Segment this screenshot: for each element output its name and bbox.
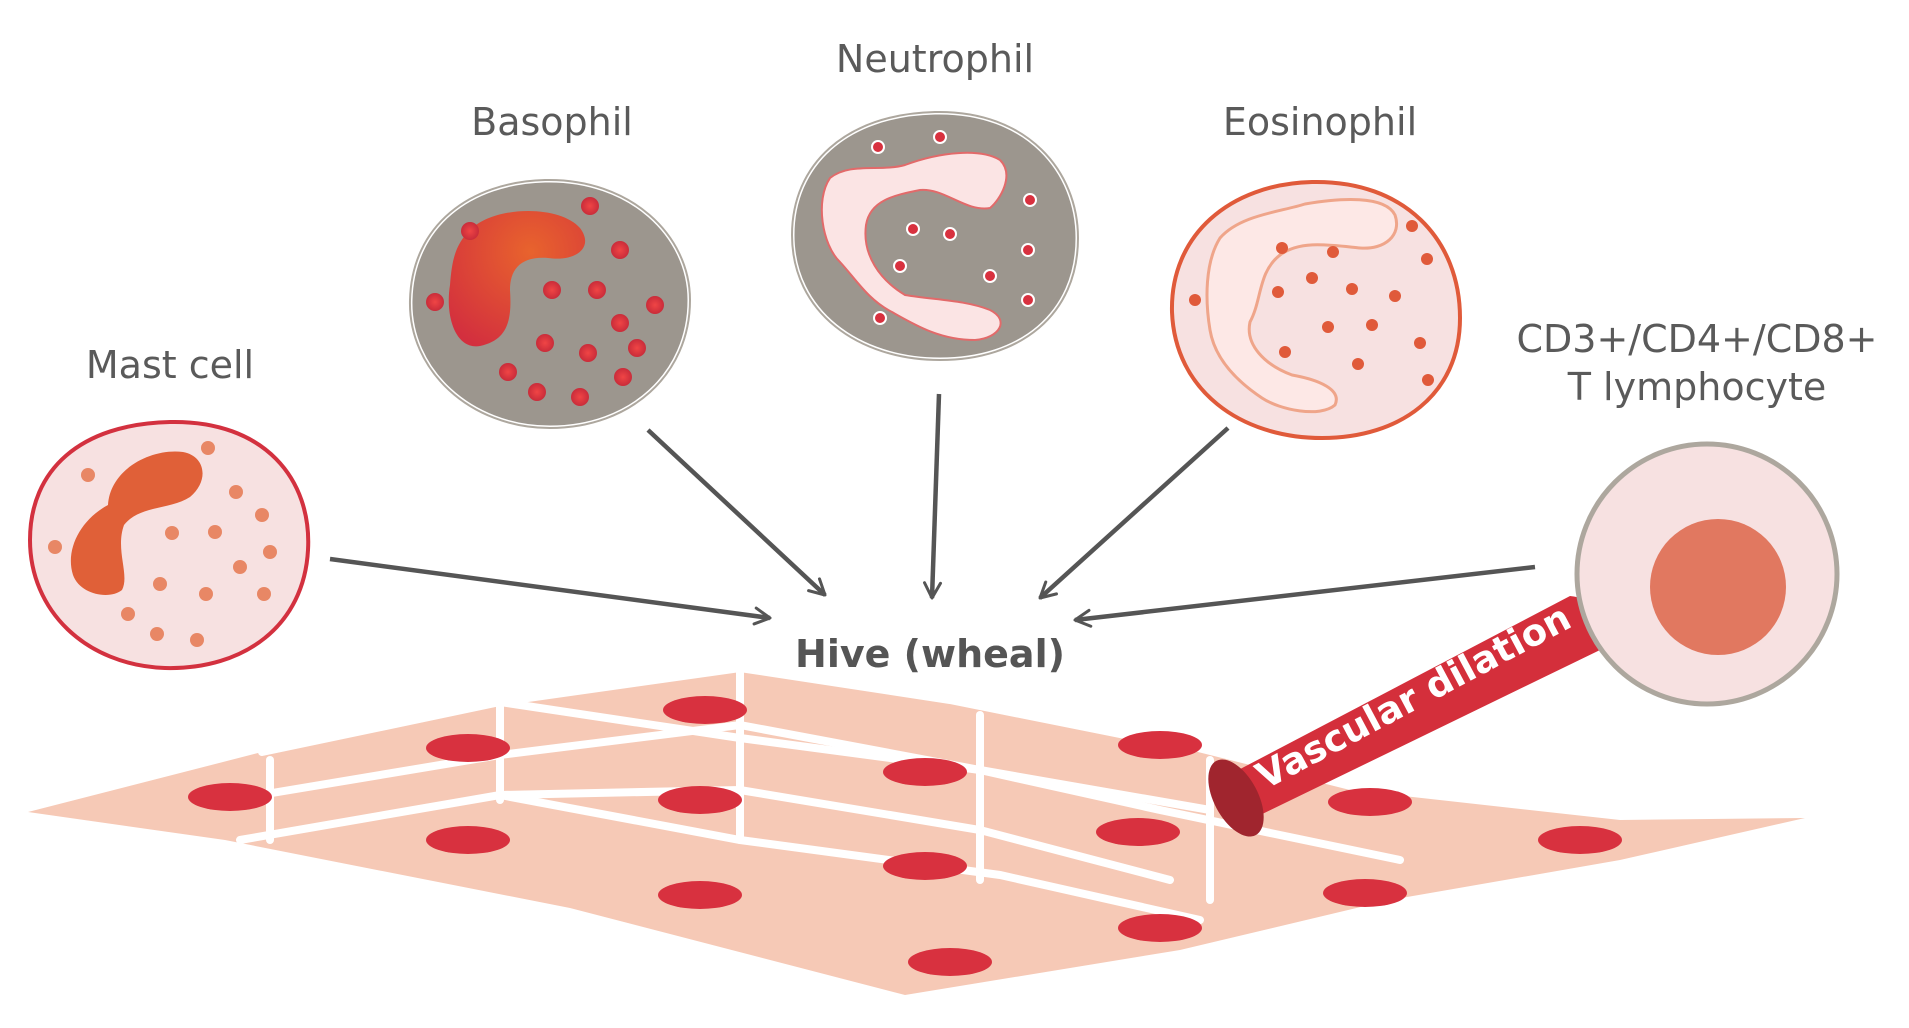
- vessel-label: Vascular dilation: [1249, 596, 1578, 798]
- tissue-nucleus: [188, 783, 272, 811]
- neutrophil-label: Neutrophil: [836, 37, 1034, 81]
- mast-cell-body: [27, 419, 311, 671]
- vessel-body: [1225, 596, 1602, 820]
- arrow-neutrophil-to-hive: [923, 393, 943, 600]
- tissue-nuclei: [188, 696, 1622, 976]
- mast-cell: Mast cell: [27, 343, 311, 671]
- basophil-granules: [426, 197, 664, 406]
- tissue-nucleus: [1323, 879, 1407, 907]
- vessel-end: [1208, 759, 1264, 837]
- eosinophil-label: Eosinophil: [1223, 100, 1417, 144]
- arrow-eosinophil-to-hive: [1038, 426, 1230, 600]
- tissue-nucleus: [1096, 818, 1180, 846]
- tissue-nucleus: [1118, 731, 1202, 759]
- arrow-tcell-to-hive: [1073, 564, 1536, 628]
- neutrophil-nucleus: [820, 151, 1008, 342]
- tissue-nucleus: [908, 948, 992, 976]
- tissue-nucleus: [1118, 914, 1202, 942]
- tissue-nucleus: [1538, 826, 1622, 854]
- tissue-nucleus: [883, 758, 967, 786]
- mast-cell-granules: [48, 441, 277, 647]
- neutrophil-granules: [871, 130, 1037, 325]
- arrows: [329, 393, 1536, 628]
- t-cell-label-line2: T lymphocyte: [1567, 365, 1826, 409]
- mast-cell-label: Mast cell: [86, 343, 254, 387]
- eosinophil-granules: [1189, 220, 1434, 386]
- eosinophil: Eosinophil: [1169, 100, 1463, 441]
- tissue-nucleus: [658, 881, 742, 909]
- arrow-basophil-to-hive: [646, 428, 827, 597]
- eosinophil-nucleus: [1205, 198, 1398, 414]
- hive-label: Hive (wheal): [795, 632, 1065, 676]
- basophil: Basophil: [407, 100, 693, 431]
- t-lymphocyte: CD3+/CD4+/CD8+ T lymphocyte: [1516, 317, 1878, 707]
- neutrophil: Neutrophil: [789, 37, 1081, 363]
- tissue-nucleus: [883, 852, 967, 880]
- skin-tissue-sheet: [28, 664, 1805, 995]
- basophil-label: Basophil: [471, 100, 633, 144]
- t-cell-nucleus: [1650, 519, 1786, 655]
- tissue-nucleus: [658, 786, 742, 814]
- tissue-nucleus: [1328, 788, 1412, 816]
- tissue-nucleus: [426, 826, 510, 854]
- tissue-nucleus: [663, 696, 747, 724]
- tissue-nucleus: [426, 734, 510, 762]
- mast-cell-nucleus: [70, 451, 203, 595]
- basophil-nucleus: [448, 210, 586, 347]
- arrow-mast-to-hive: [329, 556, 772, 626]
- t-cell-label-line1: CD3+/CD4+/CD8+: [1516, 317, 1877, 361]
